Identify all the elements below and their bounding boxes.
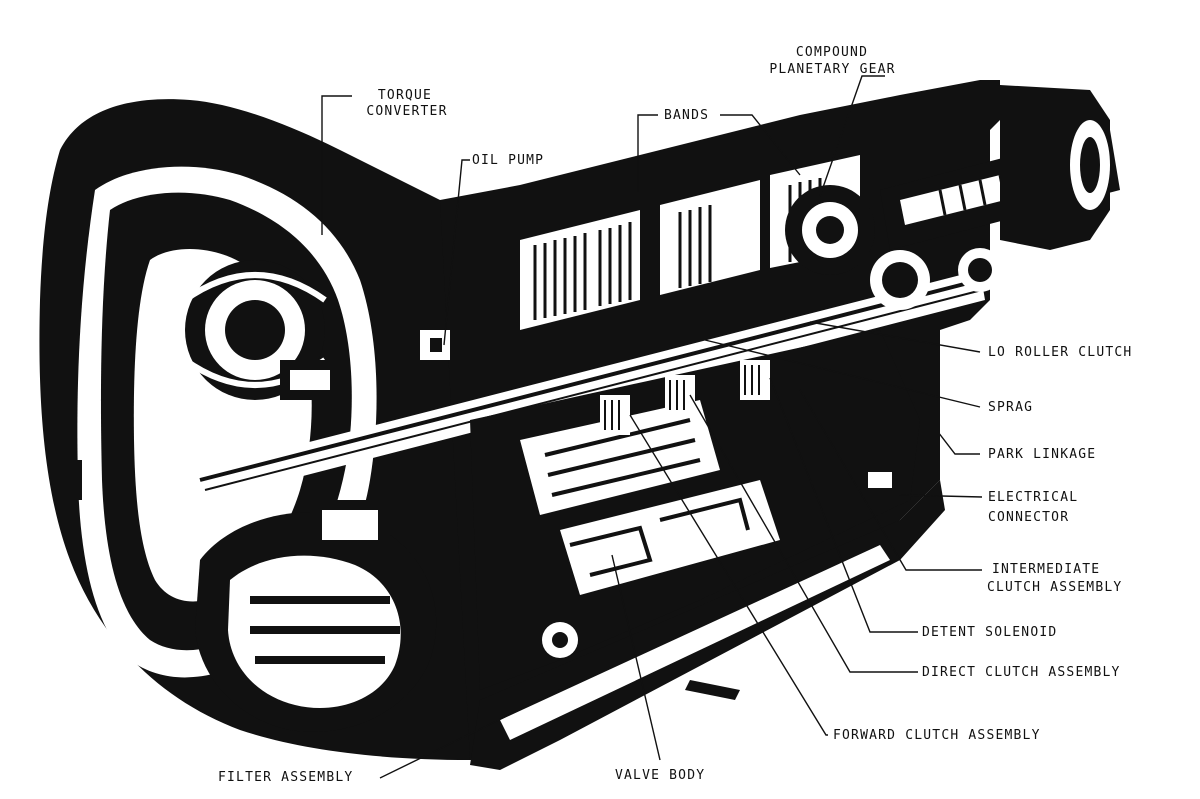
label-valve-body: VALVE BODY xyxy=(615,768,706,783)
leader-detent-solenoid xyxy=(769,377,918,633)
label-bands: BANDS xyxy=(664,108,710,123)
leader-park-linkage xyxy=(914,401,980,455)
leader-forward-clutch xyxy=(629,414,828,736)
leader-bands-2 xyxy=(720,114,801,176)
label-converter: CONVERTER xyxy=(366,104,448,119)
leader-oil-pump xyxy=(443,159,470,346)
leader-lines xyxy=(321,75,983,779)
label-lo-roller-clutch: LO ROLLER CLUTCH xyxy=(988,345,1133,360)
leader-valve-body xyxy=(611,554,661,761)
label-direct-clutch: DIRECT CLUTCH ASSEMBLY xyxy=(922,665,1121,680)
label-park-linkage: PARK LINKAGE xyxy=(988,447,1097,462)
label-planetary-gear: PLANETARY GEAR xyxy=(769,62,896,77)
label-compound: COMPOUND xyxy=(795,45,869,60)
leader-sprag xyxy=(704,339,981,408)
label-filter-assembly: FILTER ASSEMBLY xyxy=(218,770,354,785)
label-oil-pump: OIL PUMP xyxy=(472,153,545,168)
label-torque: TORQUE xyxy=(377,88,433,103)
leader-planetary-gear xyxy=(819,75,885,197)
leader-filter-assembly xyxy=(379,689,561,779)
label-forward-clutch: FORWARD CLUTCH ASSEMBLY xyxy=(833,728,1041,743)
leader-direct-clutch xyxy=(689,394,918,673)
leader-intermediate-clutch xyxy=(799,389,982,571)
label-clutch-assembly: CLUTCH ASSEMBLY xyxy=(987,580,1123,595)
leader-torque-converter xyxy=(321,95,352,235)
label-sprag: SPRAG xyxy=(988,400,1034,415)
label-detent-solenoid: DETENT SOLENOID xyxy=(922,625,1058,640)
leader-lo-roller-clutch xyxy=(809,321,981,353)
leader-bands xyxy=(637,114,658,192)
label-electrical: ELECTRICAL xyxy=(988,490,1079,505)
bell-housing xyxy=(39,99,470,761)
transmission-case xyxy=(199,80,1120,770)
leader-electrical-connector xyxy=(899,494,983,498)
label-intermediate: INTERMEDIATE xyxy=(992,562,1101,577)
label-connector: CONNECTOR xyxy=(988,510,1070,525)
